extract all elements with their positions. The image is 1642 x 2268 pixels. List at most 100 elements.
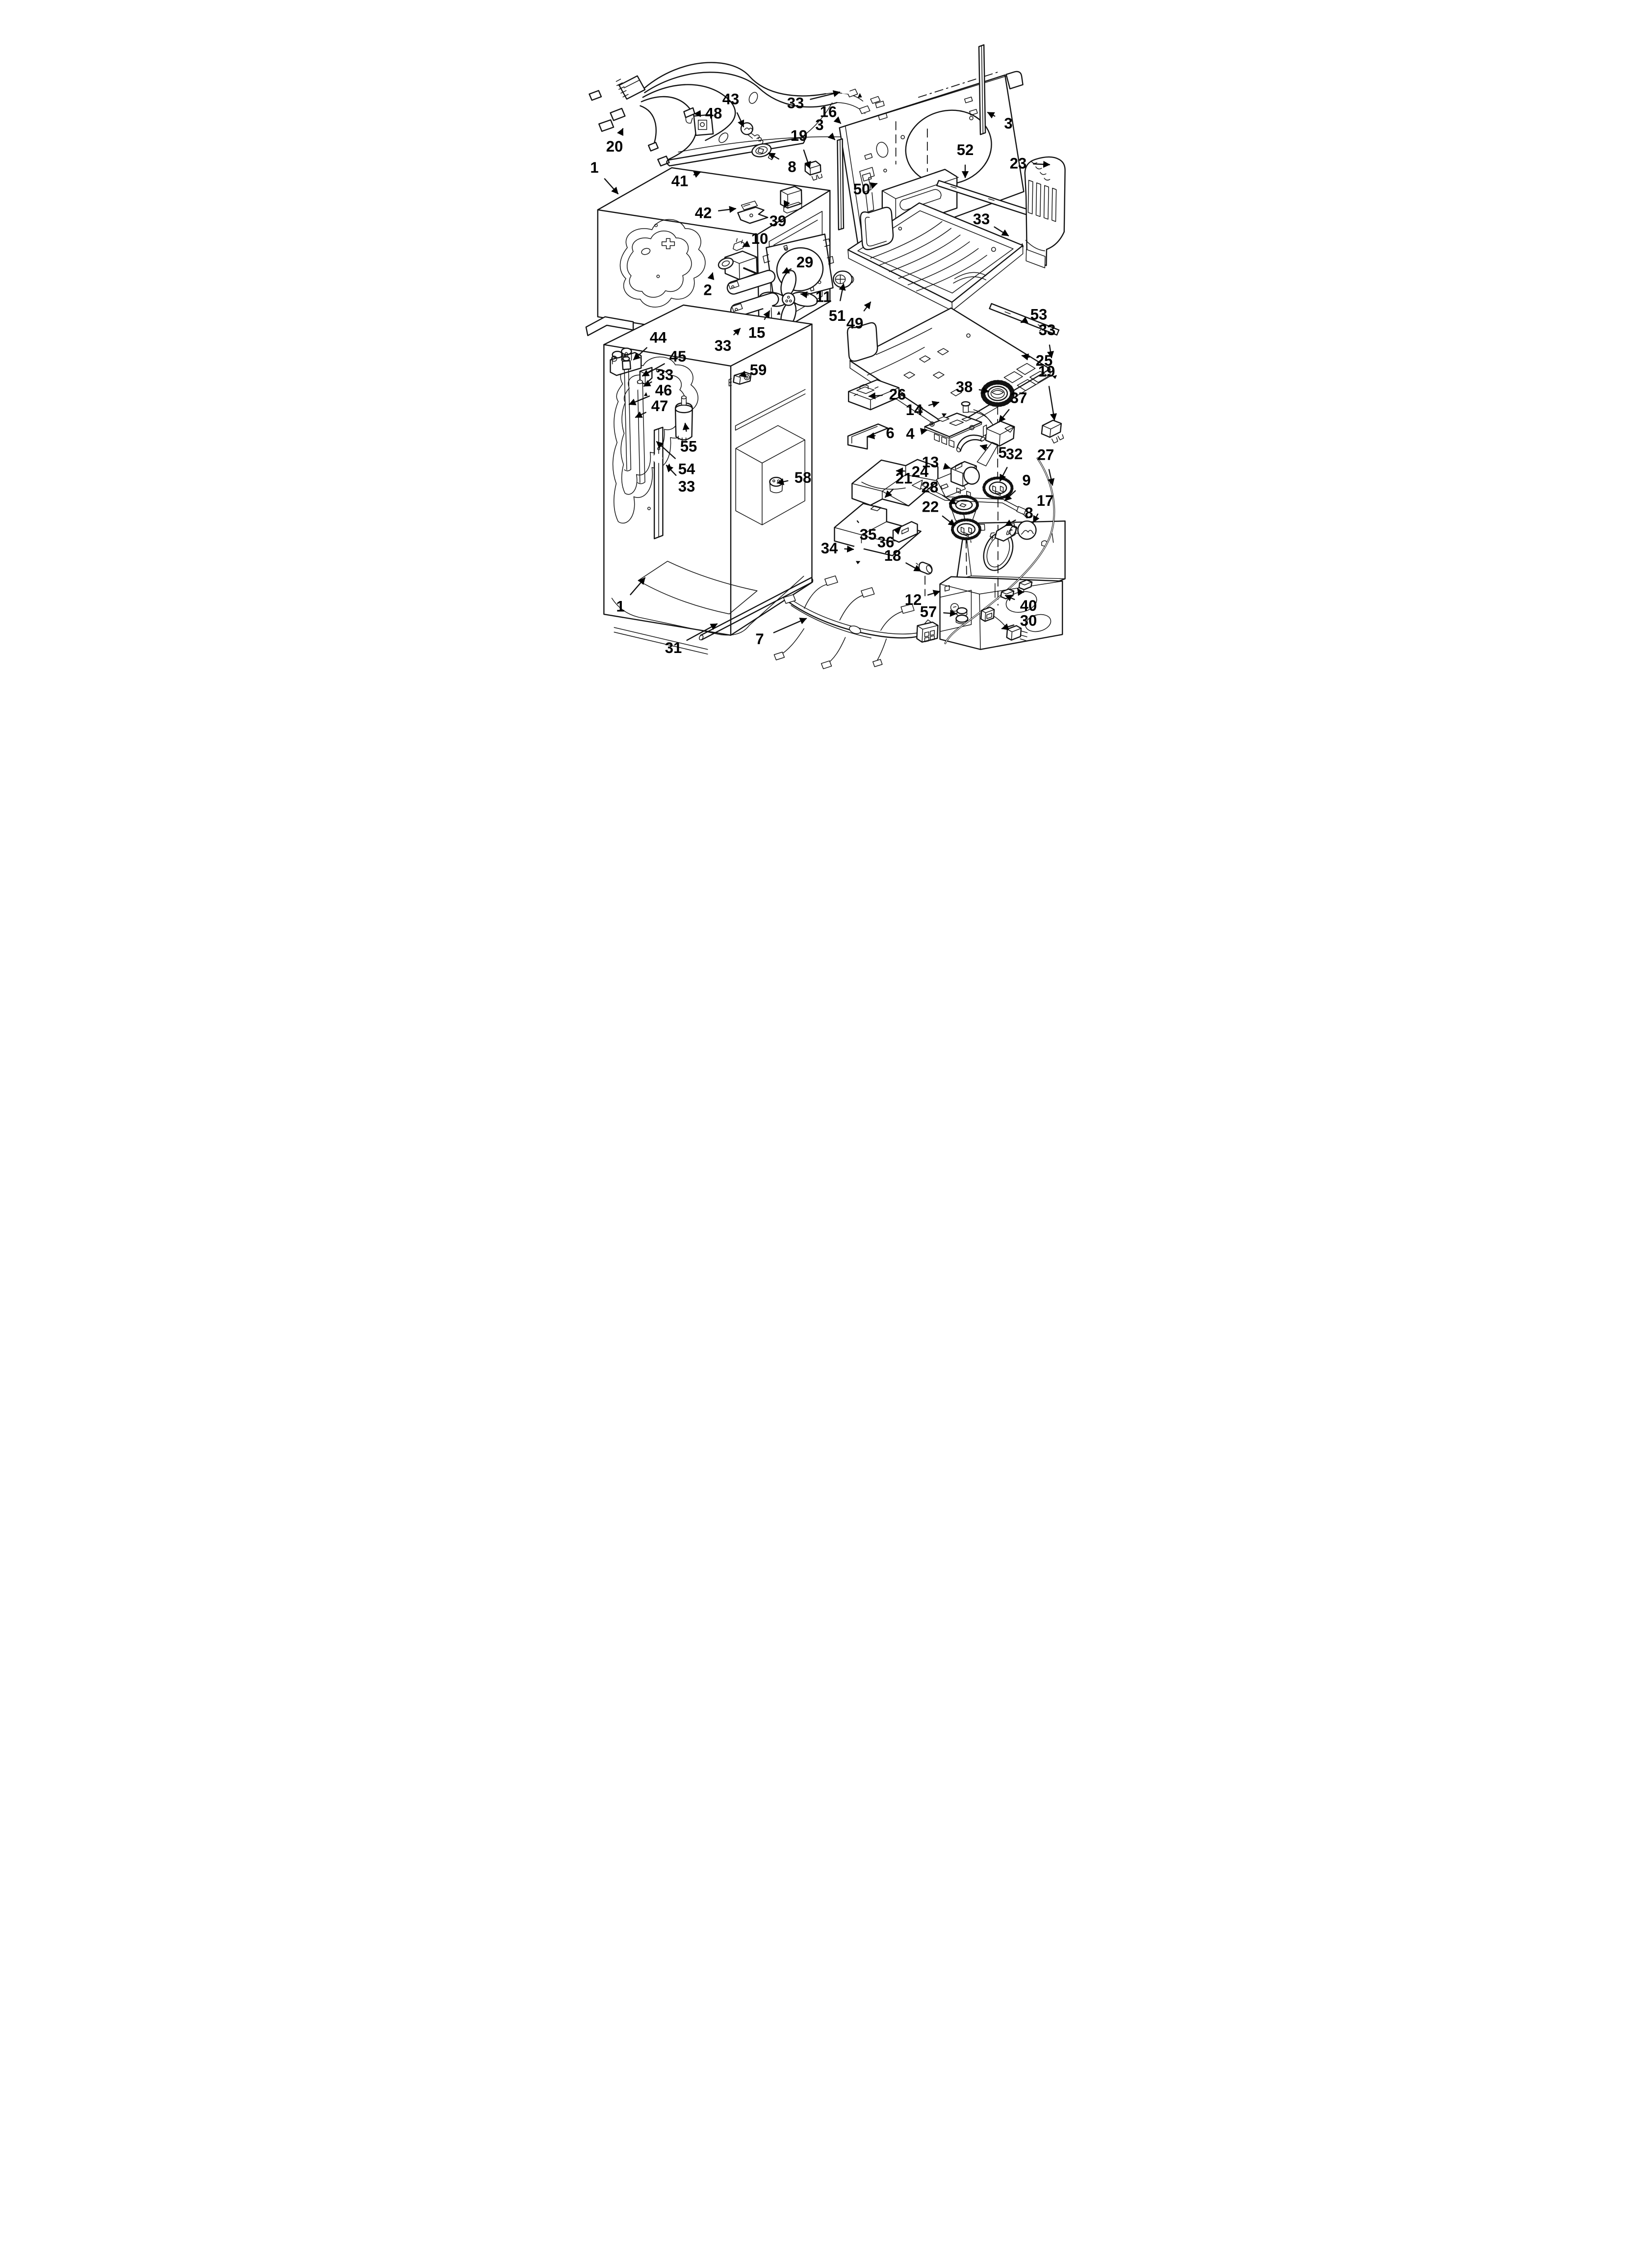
leader-arrow-10 [742,240,750,247]
leader-arrow-8 [1004,520,1016,526]
part-number-23: 23 [1010,155,1027,172]
part-number-36: 36 [877,533,895,550]
part-number-45: 45 [669,348,687,365]
leader-arrow-15 [763,310,770,320]
leader-arrow-22 [942,515,956,526]
leader-arrow-13 [943,463,951,470]
part-number-6: 6 [886,424,894,442]
part-number-22: 22 [922,498,939,516]
part-number-52: 52 [957,141,974,158]
leader-arrow-3 [827,132,836,140]
bottom-panel [847,307,1051,436]
leader-arrow-18 [905,562,922,572]
part-number-57: 57 [920,603,937,621]
part-number-39: 39 [770,212,787,230]
part-number-24: 24 [912,463,929,480]
part-number-3: 3 [1004,115,1012,132]
leader-arrow-17 [1032,513,1040,523]
part-number-19: 19 [791,127,808,144]
part-number-15: 15 [748,324,766,341]
part-number-13: 13 [922,453,939,470]
part-number-42: 42 [695,204,712,221]
leader-arrow-20 [617,128,624,136]
leader-arrow-44 [633,347,648,361]
evaporator-fan-assembly [718,234,854,339]
part-number-31: 31 [665,639,682,656]
part-number-55: 55 [680,438,697,455]
damper-ring [950,518,982,544]
leader-arrow-1 [630,577,646,596]
part-number-50: 50 [853,181,871,198]
part-number-19: 19 [1038,363,1055,380]
part-number-58: 58 [795,469,812,486]
part-number-8: 8 [788,158,796,175]
lower-harness [773,575,939,669]
part-number-51: 51 [829,307,846,324]
leader-arrow-6 [867,432,876,440]
leader-arrow-37 [998,409,1010,423]
defrost-thermal-fuse [916,562,933,575]
leader-arrow-38 [978,387,990,394]
part-number-44: 44 [650,329,667,346]
leader-arrow-9 [1004,490,1016,501]
part-number-14: 14 [906,401,923,418]
gasket-strips [837,44,986,231]
part-number-33: 33 [678,478,695,495]
leader-arrow-33 [994,226,1009,236]
part-number-26: 26 [889,386,906,403]
leader-arrow-46 [628,395,650,406]
leader-arrow-33 [643,380,652,387]
leader-arrow-11 [800,291,809,298]
part-number-33: 33 [657,366,674,383]
leader-arrow-53 [1020,316,1028,323]
part-number-16: 16 [820,104,837,121]
thermostat [961,401,1015,447]
leader-arrow-19 [803,149,811,169]
part-number-18: 18 [884,547,901,564]
leader-arrow-26 [868,392,883,400]
part-number-33: 33 [973,210,990,228]
air-ducts [834,379,939,575]
part-number-34: 34 [821,540,838,557]
part-number-1: 1 [590,159,598,176]
leader-arrow-33 [733,328,741,336]
leader-arrow-47 [635,411,646,418]
part-number-37: 37 [1010,389,1027,406]
leader-arrow-32 [999,467,1008,482]
damper-motor [936,442,999,497]
part-number-3: 3 [815,116,823,133]
part-number-35: 35 [860,526,877,543]
leader-arrow-40 [1017,588,1024,596]
leader-arrow-21 [884,489,894,498]
leader-arrow-16 [833,116,842,124]
part-number-32: 32 [1006,445,1023,463]
leader-arrow-55 [682,422,690,432]
part-number-59: 59 [750,362,767,379]
fan-blade [759,270,818,329]
leader-arrow-33 [810,90,841,100]
leader-arrow-51 [839,283,846,301]
leader-arrow-25 [1021,353,1030,361]
drain-tray [847,202,1024,312]
part-number-33: 33 [715,337,732,354]
part-number-17: 17 [1037,492,1054,509]
part-number-43: 43 [722,90,740,107]
part-number-4: 4 [906,425,915,442]
part-number-48: 48 [705,104,722,122]
leader-arrow-57 [943,609,957,617]
parts-diagram: 2048433316331981415223423950331029211514… [576,0,1066,678]
leader-arrow-40 [1004,595,1015,601]
part-number-8: 8 [1025,504,1033,521]
part-number-27: 27 [1037,446,1054,463]
leader-arrow-45 [641,363,665,377]
side-grille [1024,156,1066,268]
leader-arrow-42 [718,206,737,213]
leader-arrow-7 [773,618,807,633]
drain-grommet [955,607,969,625]
leader-arrow-8 [768,152,780,160]
leader-arrow-49 [863,301,872,312]
part-number-41: 41 [671,172,689,189]
part-number-30: 30 [1020,612,1037,629]
part-number-21: 21 [896,470,913,487]
